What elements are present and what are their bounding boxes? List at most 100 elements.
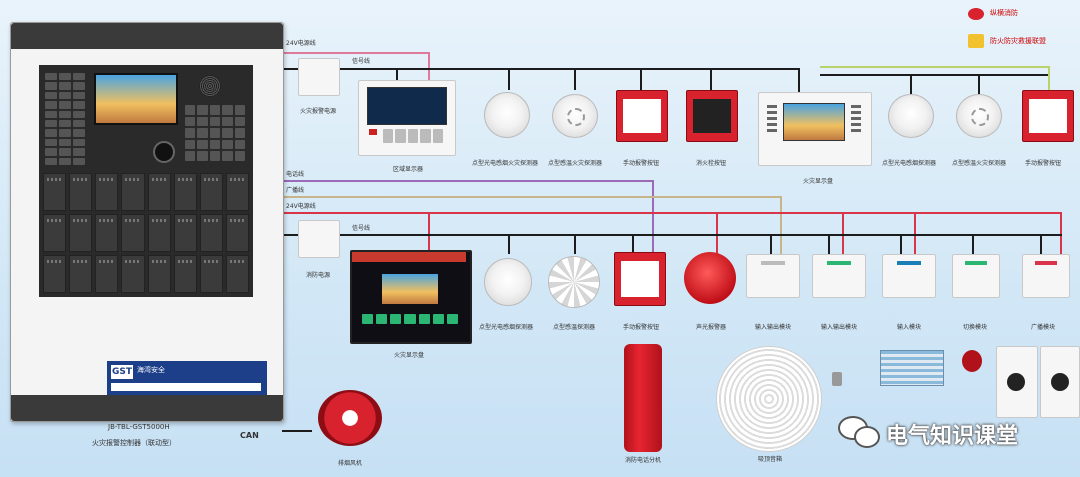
- panel-key[interactable]: [45, 129, 57, 137]
- keypad-key[interactable]: [209, 128, 221, 138]
- weibo-icon: [968, 8, 984, 20]
- keypad-key[interactable]: [234, 139, 245, 150]
- panel-key[interactable]: [59, 138, 71, 147]
- panel-key[interactable]: [45, 120, 57, 128]
- phone-socket-icon: [1040, 346, 1080, 418]
- mid-device-label-7: 切换模块: [962, 324, 987, 331]
- panel-key[interactable]: [59, 110, 71, 118]
- top-device-label-5: 点型光电感烟探测器: [881, 160, 936, 167]
- floor-display-keys-right[interactable]: [851, 105, 861, 135]
- keypad-key[interactable]: [209, 105, 221, 115]
- keypad-key[interactable]: [234, 105, 245, 115]
- speaker-label: 吸顶音箱: [757, 456, 782, 463]
- keypad-key[interactable]: [222, 139, 233, 150]
- keypad-key[interactable]: [185, 151, 196, 161]
- panel-key[interactable]: [73, 157, 85, 165]
- panel-key[interactable]: [73, 129, 85, 137]
- panel-key[interactable]: [73, 101, 85, 109]
- loop-module: [173, 255, 197, 293]
- panel-key[interactable]: [59, 148, 71, 156]
- panel-key[interactable]: [45, 101, 57, 109]
- wire-drop: [972, 234, 974, 254]
- panel-key[interactable]: [59, 91, 71, 100]
- mid-device-label-4: 输入输出模块: [754, 324, 791, 331]
- speaker-grille-icon: [199, 75, 221, 97]
- panel-key[interactable]: [73, 110, 85, 118]
- loop-module: [173, 173, 197, 211]
- keypad-key[interactable]: [234, 151, 245, 161]
- keypad-key[interactable]: [222, 116, 233, 127]
- keypad-key[interactable]: [197, 151, 208, 161]
- keypad-key[interactable]: [234, 116, 245, 127]
- keypad-key[interactable]: [185, 128, 196, 138]
- top-device-label-0: 点型光电感烟火灾探测器: [471, 160, 538, 167]
- panel-key[interactable]: [45, 148, 57, 156]
- keypad-key[interactable]: [209, 151, 221, 161]
- panel-key[interactable]: [59, 101, 71, 109]
- panel-key[interactable]: [45, 73, 57, 81]
- panel-key[interactable]: [73, 120, 85, 128]
- terminal-key[interactable]: [404, 314, 416, 324]
- panel-key[interactable]: [59, 120, 71, 128]
- cabinet-model: JB-TBL-GST5000H: [108, 423, 170, 431]
- panel-key[interactable]: [73, 138, 85, 147]
- terminal-key[interactable]: [362, 314, 374, 324]
- panel-key[interactable]: [45, 157, 57, 165]
- keypad-key[interactable]: [234, 128, 245, 138]
- keypad-key[interactable]: [222, 128, 233, 138]
- loop-module: [69, 255, 93, 293]
- area-key[interactable]: [432, 129, 443, 143]
- wire-drop: [910, 74, 912, 94]
- panel-key[interactable]: [73, 82, 85, 90]
- keypad-key[interactable]: [197, 116, 208, 127]
- area-key[interactable]: [395, 129, 406, 143]
- area-display-panel: [358, 80, 456, 156]
- terminal-key[interactable]: [376, 314, 388, 324]
- terminal-key[interactable]: [432, 314, 444, 324]
- fire-shutter-icon: [880, 350, 944, 386]
- area-key[interactable]: [383, 129, 394, 143]
- panel-key[interactable]: [45, 82, 57, 90]
- floor-display-keys-left[interactable]: [767, 105, 777, 135]
- wire-drop: [574, 68, 576, 90]
- panel-key[interactable]: [59, 129, 71, 137]
- io-module-led: [965, 261, 987, 265]
- panel-key[interactable]: [59, 73, 71, 81]
- keypad-key[interactable]: [197, 139, 208, 150]
- panel-key[interactable]: [45, 138, 57, 147]
- panel-key[interactable]: [59, 82, 71, 90]
- panel-key[interactable]: [59, 157, 71, 165]
- panel-key[interactable]: [45, 91, 57, 100]
- keypad-key[interactable]: [222, 105, 233, 115]
- floor-display-panel: [758, 92, 872, 166]
- terminal-key[interactable]: [446, 314, 458, 324]
- keypad-key[interactable]: [222, 151, 233, 161]
- rotary-knob-icon[interactable]: [153, 141, 175, 163]
- keypad-key[interactable]: [197, 105, 208, 115]
- phone-socket-icon: [996, 346, 1038, 418]
- keypad-key[interactable]: [185, 116, 196, 127]
- loop-module: [147, 214, 171, 252]
- mcp-window: [623, 99, 661, 133]
- wire-drop: [508, 234, 510, 254]
- label-24v-top: 24V电源线: [286, 40, 316, 47]
- keypad-key[interactable]: [185, 139, 196, 150]
- panel-key[interactable]: [73, 73, 85, 81]
- terminal-key[interactable]: [418, 314, 430, 324]
- heat-detector-icon: [552, 94, 598, 138]
- panel-key[interactable]: [45, 110, 57, 118]
- loop-module: [43, 255, 67, 293]
- panel-key[interactable]: [73, 91, 85, 100]
- manual-call-point-icon: [1022, 90, 1074, 142]
- area-display-label: 区域显示器: [392, 166, 423, 173]
- keypad-key[interactable]: [209, 139, 221, 150]
- keypad-key[interactable]: [209, 116, 221, 127]
- keypad-key[interactable]: [197, 128, 208, 138]
- area-key[interactable]: [420, 129, 431, 143]
- keypad: [185, 105, 245, 161]
- terminal-key[interactable]: [390, 314, 402, 324]
- panel-key[interactable]: [73, 148, 85, 156]
- keypad-key[interactable]: [185, 105, 196, 115]
- socket-hole: [1007, 373, 1025, 391]
- area-key[interactable]: [407, 129, 419, 143]
